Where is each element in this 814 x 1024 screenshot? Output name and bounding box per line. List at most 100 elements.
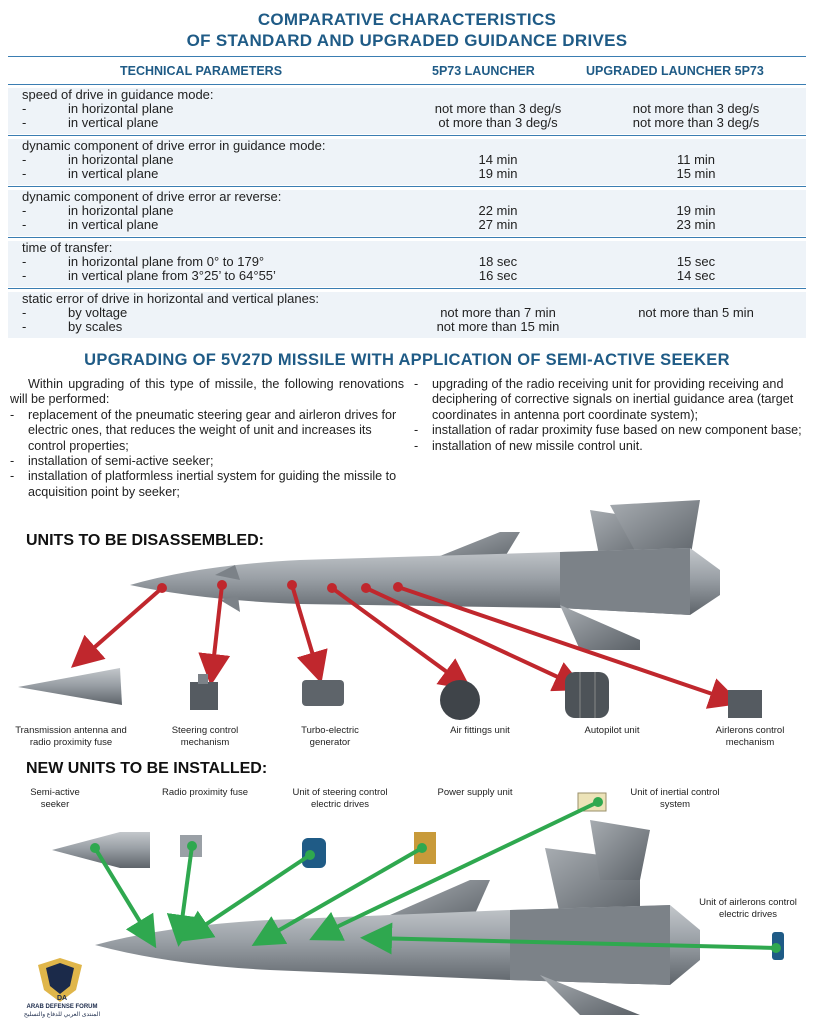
col-header-5p73: 5P73 LAUNCHER bbox=[432, 64, 535, 78]
list-item-text: installation of radar proximity fuse bas… bbox=[432, 423, 802, 438]
row-dash: - bbox=[22, 152, 27, 167]
param-cell: in vertical plane bbox=[68, 166, 159, 181]
param-cell: in vertical plane bbox=[68, 217, 159, 232]
seeker-part bbox=[52, 832, 150, 868]
param-cell: in horizontal plane from 0° to 179° bbox=[68, 254, 265, 269]
group-label: dynamic component of drive error in guid… bbox=[22, 138, 326, 153]
value-cell-upgraded: 15 sec bbox=[676, 254, 716, 269]
install-markers bbox=[90, 797, 781, 953]
list-item-text: installation of semi-active seeker; bbox=[28, 454, 214, 469]
value-cell-upgraded: 23 min bbox=[676, 217, 716, 232]
install-arrows bbox=[93, 800, 777, 955]
value-cell-upgraded: not more than 3 deg/s bbox=[632, 115, 760, 130]
watermark-logo bbox=[38, 958, 82, 1002]
row-dash: - bbox=[22, 203, 27, 218]
value-cell-upgraded: 11 min bbox=[676, 152, 716, 167]
title-divider bbox=[8, 56, 806, 57]
param-cell: in horizontal plane bbox=[68, 152, 174, 167]
caption-autopilot: Autopilot unit bbox=[584, 725, 640, 736]
list-item: -upgrading of the radio receiving unit f… bbox=[414, 377, 794, 422]
disassemble-arrows bbox=[70, 584, 742, 709]
transmission-antenna-part bbox=[18, 668, 122, 705]
row-dash: - bbox=[22, 115, 27, 130]
caption-air-fittings: Air fittings unit bbox=[450, 725, 510, 736]
watermark-arabic: المنتدى العربي للدفاع والتسليح bbox=[23, 1012, 101, 1018]
installed-heading: NEW UNITS TO BE INSTALLED: bbox=[26, 760, 268, 777]
steering-mechanism-part bbox=[190, 674, 218, 710]
list-item-text: installation of platformless inertial sy… bbox=[28, 469, 397, 499]
param-cell: in vertical plane from 3°25’ to 64°55’ bbox=[68, 268, 276, 283]
row-dash: - bbox=[22, 254, 27, 269]
param-cell: in vertical plane bbox=[68, 115, 159, 130]
list-item-text: upgrading of the radio receiving unit fo… bbox=[432, 377, 794, 422]
airlerons-mechanism-part bbox=[728, 690, 762, 718]
caption-steering-drives: Unit of steering control electric drives bbox=[292, 787, 388, 810]
list-item: -installation of new missile control uni… bbox=[414, 438, 643, 453]
caption-seeker: Semi-active seeker bbox=[30, 787, 80, 810]
value-cell-upgraded: 19 min bbox=[676, 203, 716, 218]
group-divider bbox=[8, 186, 806, 187]
group-label: time of transfer: bbox=[22, 240, 113, 255]
list-item: -installation of radar proximity fuse ba… bbox=[414, 423, 802, 438]
row-dash: - bbox=[22, 217, 27, 232]
group-label: dynamic component of drive error ar reve… bbox=[22, 189, 282, 204]
caption-radio-fuse: Radio proximity fuse bbox=[161, 787, 249, 798]
caption-turbo-generator: Turbo-electric generator bbox=[301, 725, 359, 748]
param-cell: in horizontal plane bbox=[68, 101, 174, 116]
list-item: -installation of semi-active seeker; bbox=[10, 454, 214, 469]
value-cell-upgraded: not more than 3 deg/s bbox=[632, 101, 760, 116]
value-cell-5p73: not more than 3 deg/s bbox=[434, 101, 562, 116]
turbo-generator-part bbox=[302, 680, 344, 706]
page-title-line2: OF STANDARD AND UPGRADED GUIDANCE DRIVES bbox=[186, 31, 628, 50]
autopilot-part bbox=[565, 672, 609, 718]
row-dash: - bbox=[22, 101, 27, 116]
group-divider bbox=[8, 288, 806, 289]
list-item: -installation of platformless inertial s… bbox=[10, 469, 397, 499]
list-item-text: installation of new missile control unit… bbox=[432, 438, 643, 453]
table-group-dynamic-reverse: dynamic component of drive error ar reve… bbox=[8, 190, 806, 236]
header-divider bbox=[8, 84, 806, 85]
caption-airlerons-mechanism: Airlerons control mechanism bbox=[715, 725, 785, 748]
air-fittings-part bbox=[440, 680, 480, 720]
col-header-upgraded: UPGRADED LAUNCHER 5P73 bbox=[586, 64, 764, 78]
table-group-transfer-time: time of transfer: - in horizontal plane f… bbox=[8, 241, 806, 287]
row-dash: - bbox=[22, 268, 27, 283]
value-cell-5p73: ot more than 3 deg/s bbox=[438, 115, 558, 130]
param-cell: in horizontal plane bbox=[68, 203, 174, 218]
value-cell-5p73: 16 sec bbox=[478, 268, 518, 283]
group-label: speed of drive in guidance mode: bbox=[22, 87, 214, 102]
value-cell-5p73: not more than 15 min bbox=[436, 319, 560, 334]
table-group-static-error: static error of drive in horizontal and … bbox=[8, 292, 806, 338]
row-dash: - bbox=[22, 166, 27, 181]
value-cell-upgraded: 14 sec bbox=[676, 268, 716, 283]
watermark-abbr: DA bbox=[56, 995, 68, 1002]
list-item-text: replacement of the pneumatic steering ge… bbox=[28, 407, 397, 453]
row-dash: - bbox=[22, 319, 27, 334]
value-cell-5p73: 19 min bbox=[478, 166, 518, 181]
caption-steering-mechanism: Steering control mechanism bbox=[171, 725, 239, 748]
param-cell: by voltage bbox=[68, 305, 128, 320]
value-cell-upgraded: not more than 5 min bbox=[638, 305, 754, 320]
param-cell: by scales bbox=[68, 319, 123, 334]
caption-transmission-antenna: Transmission antenna and radio proximity… bbox=[15, 725, 127, 748]
missile-top bbox=[130, 500, 720, 650]
disassemble-markers bbox=[157, 580, 403, 593]
row-dash: - bbox=[22, 305, 27, 320]
upgrade-intro: Within upgrading of this type of missile… bbox=[10, 377, 404, 407]
value-cell-5p73: 27 min bbox=[478, 217, 518, 232]
page-title-line1: COMPARATIVE CHARACTERISTICS bbox=[257, 10, 557, 29]
upgrade-right-column: -upgrading of the radio receiving unit f… bbox=[414, 377, 806, 454]
caption-airlerons-drives: Unit of airlerons control electric drive… bbox=[699, 897, 797, 920]
group-divider bbox=[8, 237, 806, 238]
value-cell-upgraded: 15 min bbox=[676, 166, 716, 181]
upgrade-heading: UPGRADING OF 5V27D MISSILE WITH APPLICAT… bbox=[84, 351, 730, 369]
table-group-dynamic-guidance: dynamic component of drive error in guid… bbox=[8, 139, 806, 185]
group-divider bbox=[8, 135, 806, 136]
list-item: -replacement of the pneumatic steering g… bbox=[10, 407, 397, 453]
group-label: static error of drive in horizontal and … bbox=[22, 291, 319, 306]
upgrade-left-column: Within upgrading of this type of missile… bbox=[10, 377, 404, 500]
watermark-name: ARAB DEFENSE FORUM bbox=[26, 1004, 98, 1010]
value-cell-5p73: 22 min bbox=[478, 203, 518, 218]
col-header-params: TECHNICAL PARAMETERS bbox=[120, 64, 283, 78]
caption-power-supply: Power supply unit bbox=[437, 787, 513, 798]
